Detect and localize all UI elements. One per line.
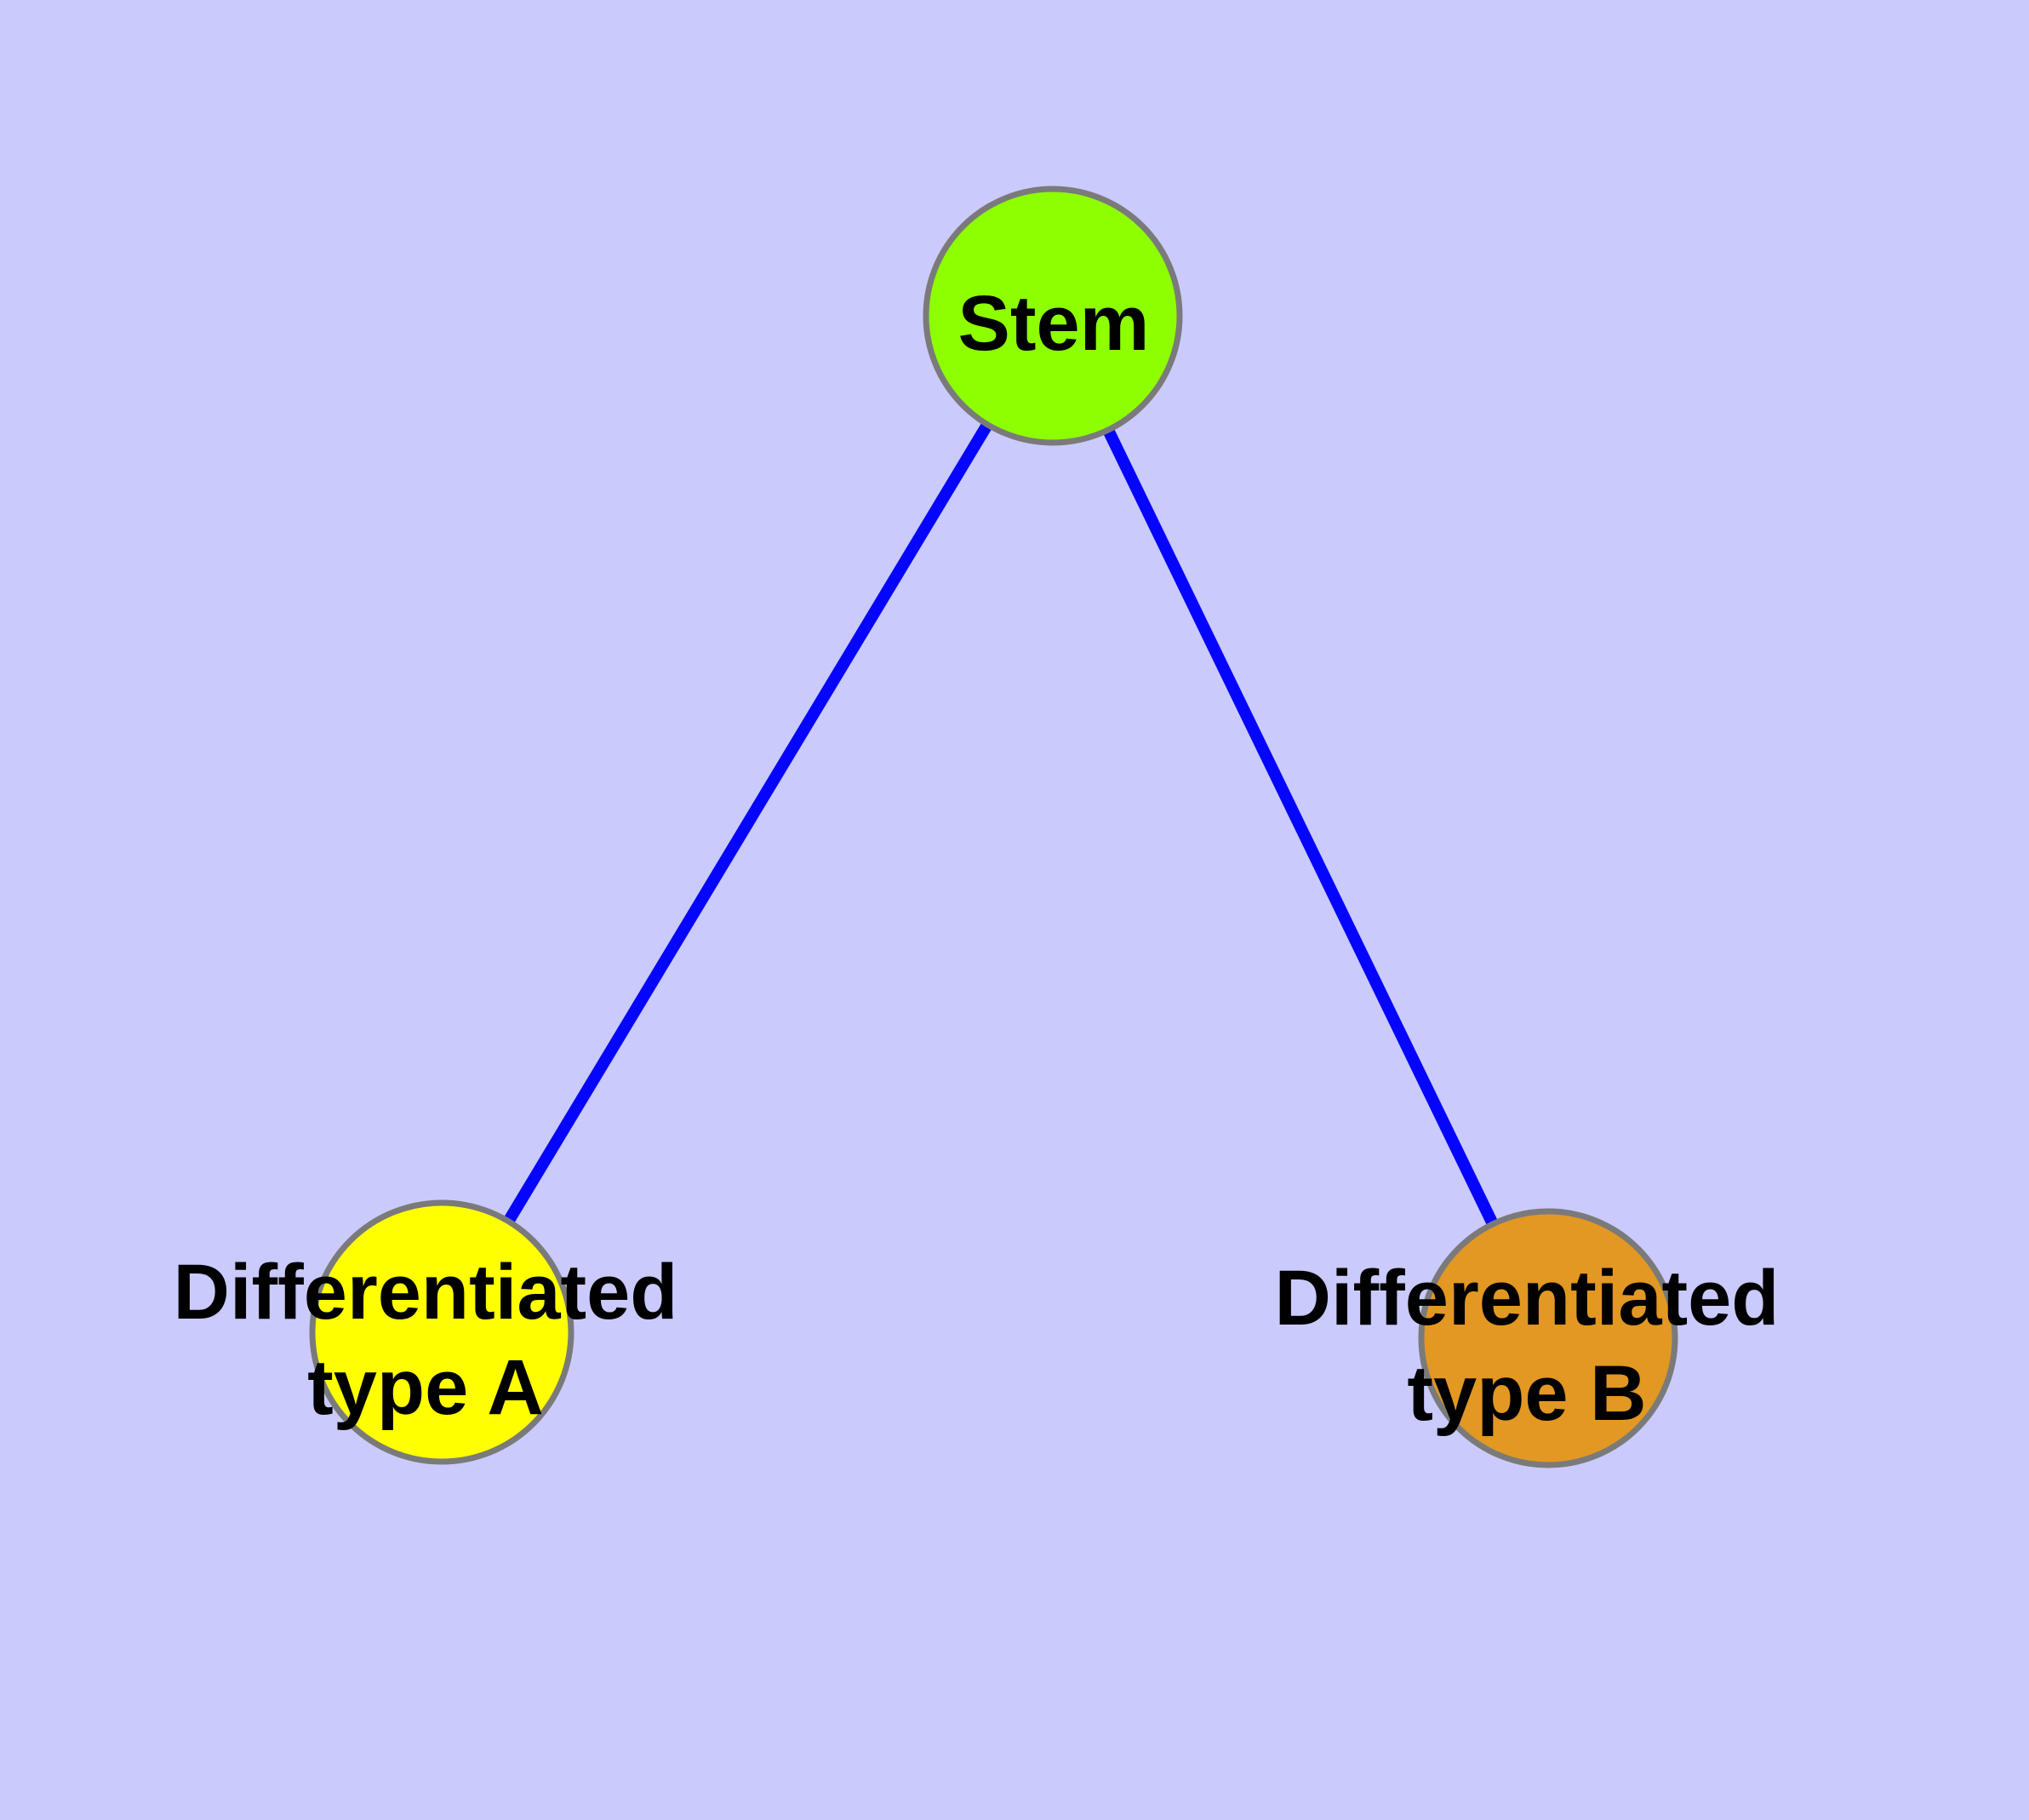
edge-stem-typeB [1047, 312, 1554, 1342]
node-typeB-label-line2: type B [1407, 1350, 1646, 1437]
node-typeB-circle [1418, 1208, 1678, 1468]
node-typeB-label-line1: Differentiated [1275, 1255, 1780, 1342]
node-stem-circle [923, 186, 1183, 446]
node-typeA-label-line1: Differentiated [174, 1249, 678, 1336]
edge-stem-typeA [437, 312, 1058, 1336]
node-stem-label-line1: Stem [958, 280, 1150, 367]
node-typeA-label-line2: type A [307, 1344, 544, 1431]
node-typeA-circle [309, 1199, 574, 1465]
